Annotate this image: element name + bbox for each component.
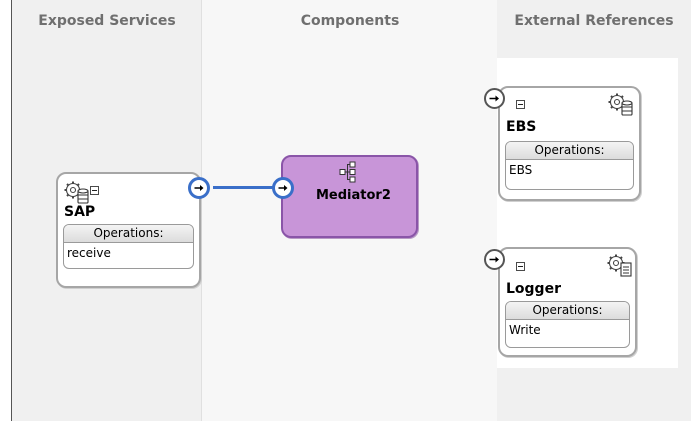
operations-box: Operations: EBS <box>505 141 634 190</box>
ebs-reference[interactable]: EBS Operations: EBS <box>498 86 641 201</box>
reference-name: Logger <box>506 281 561 297</box>
service-name: SAP <box>64 204 96 220</box>
operations-header: Operations: <box>506 142 633 160</box>
logger-reference-port[interactable] <box>484 249 505 270</box>
arrow-right-icon <box>194 185 204 191</box>
operations-header: Operations: <box>64 225 193 243</box>
arrow-right-icon <box>489 95 499 102</box>
mediator-input-port[interactable] <box>272 177 294 199</box>
external-references-lane: External References <box>497 0 691 421</box>
logger-reference[interactable]: Logger Operations: Write <box>498 247 637 357</box>
gear-database-icon <box>608 93 633 116</box>
operations-header: Operations: <box>506 302 629 320</box>
operations-box: Operations: receive <box>63 224 194 269</box>
gear-document-icon <box>607 254 632 277</box>
ebs-reference-port[interactable] <box>484 88 505 109</box>
sap-service-port[interactable] <box>188 177 210 199</box>
components-title: Components <box>300 13 400 29</box>
operation-item[interactable]: EBS <box>509 163 533 177</box>
exposed-services-title: Exposed Services <box>38 13 176 29</box>
arrow-right-icon <box>489 256 499 263</box>
operations-box: Operations: Write <box>505 301 630 348</box>
operation-item[interactable]: receive <box>67 246 111 260</box>
collapse-toggle[interactable] <box>516 100 525 109</box>
arrow-right-icon <box>278 185 288 191</box>
operation-item[interactable]: Write <box>509 323 541 337</box>
mediator-routing-icon <box>339 161 356 183</box>
collapse-toggle[interactable] <box>516 262 525 271</box>
mediator-component[interactable]: Mediator2 <box>281 155 418 238</box>
external-references-title: External References <box>514 13 674 29</box>
sap-service[interactable]: SAP Operations: receive <box>56 172 201 288</box>
collapse-toggle[interactable] <box>90 186 99 195</box>
mediator-name: Mediator2 <box>316 188 391 203</box>
wire-sap-to-mediator[interactable] <box>213 186 273 189</box>
gear-database-icon <box>64 181 89 204</box>
reference-name: EBS <box>506 119 537 135</box>
